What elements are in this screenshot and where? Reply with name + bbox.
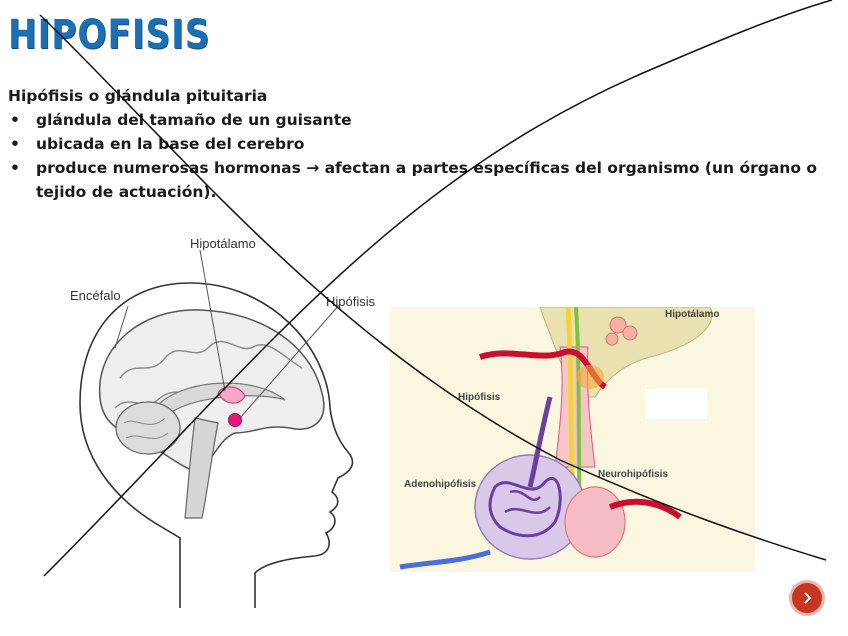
label-brain: Encéfalo — [70, 288, 121, 303]
pituitary-gland-marker — [228, 413, 242, 427]
head-brain-illustration — [79, 249, 354, 608]
bullet-list: glándula del tamaño de un guisante ubica… — [8, 108, 828, 204]
intro-text: Hipófisis o glándula pituitaria — [8, 87, 268, 105]
brain-figure: Hipotálamo Encéfalo Hipófisis — [40, 228, 410, 608]
label-pituitary: Hipófisis — [326, 294, 376, 309]
bullet-item: produce numerosas hormonas → afectan a p… — [8, 156, 828, 204]
label-adenohypophysis: Adenohipófisis — [404, 479, 477, 490]
label-neurohypophysis: Neurohipófisis — [598, 469, 669, 480]
chevron-right-icon — [804, 592, 812, 604]
label-detail-hypothalamus: Hipotálamo — [665, 309, 720, 320]
slide-title: HIPOFISIS — [8, 12, 211, 58]
pituitary-figure: Hipotálamo Hipófisis Adenohipófisis Neur… — [390, 307, 755, 572]
label-detail-pituitary: Hipófisis — [458, 392, 501, 403]
label-hypothalamus: Hipotálamo — [190, 236, 256, 251]
bullet-item: glándula del tamaño de un guisante — [8, 108, 828, 132]
pituitary-detail-illustration — [399, 307, 713, 570]
next-slide-button[interactable] — [789, 580, 825, 616]
bullet-item: ubicada en la base del cerebro — [8, 132, 828, 156]
slide-body: Hipófisis o glándula pituitaria glándula… — [8, 84, 828, 204]
